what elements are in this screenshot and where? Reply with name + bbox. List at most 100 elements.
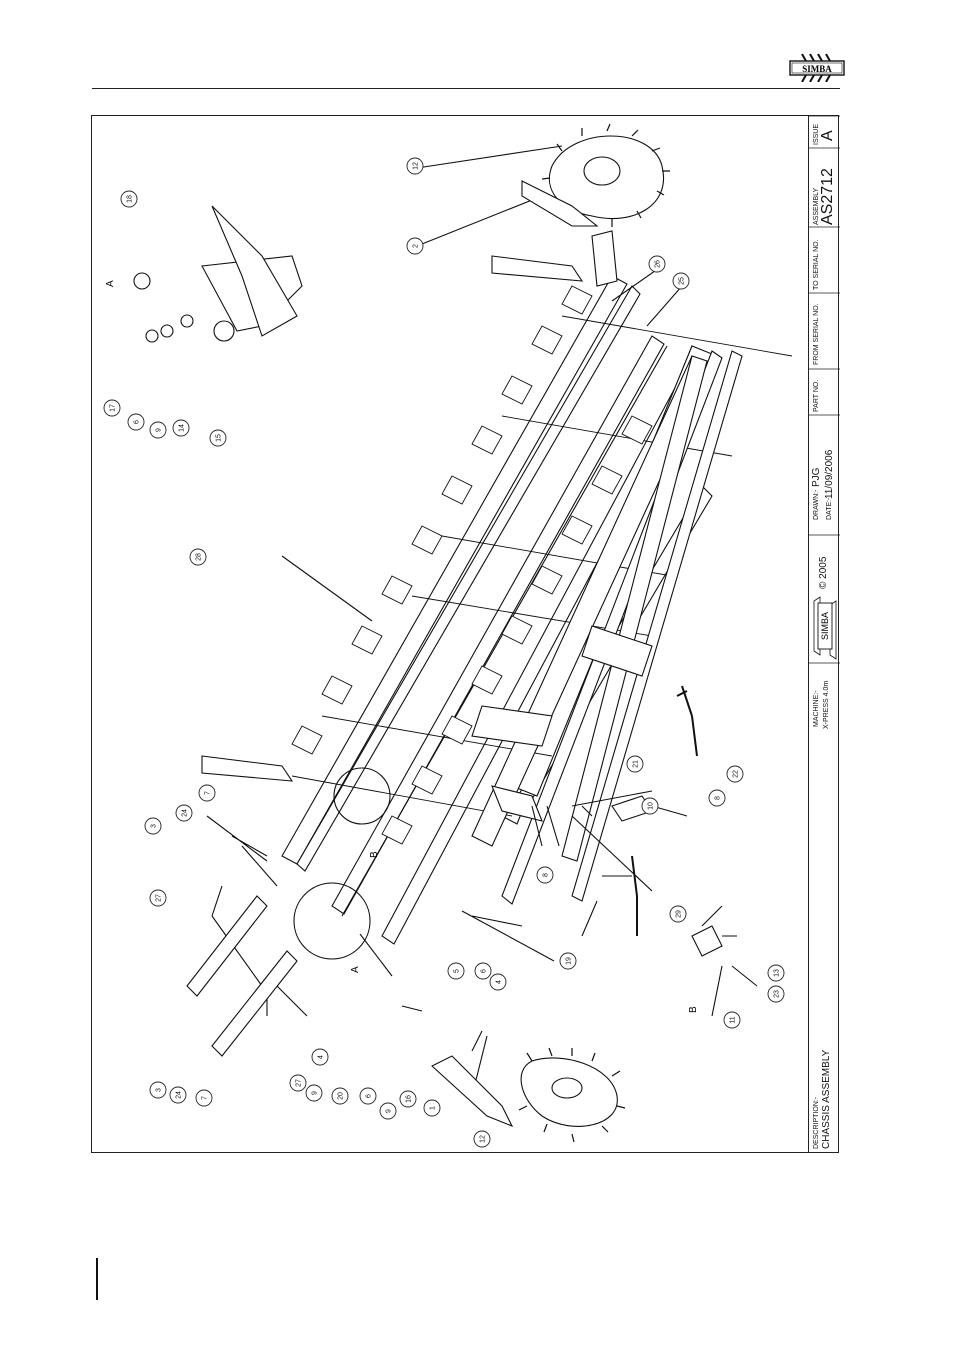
callout-balloon: 3 xyxy=(150,1082,166,1098)
page-edge-mark xyxy=(96,1258,98,1300)
callout-balloon: 20 xyxy=(332,1088,348,1104)
exploded-chassis-drawing: A A B B 12 2 26 25 18 17 6 9 14 15 28 21… xyxy=(92,116,808,1152)
view-label-b-top: B xyxy=(369,851,380,858)
drawn-value: PJG xyxy=(811,468,822,487)
callout-balloon: 6 xyxy=(475,963,491,979)
svg-text:6: 6 xyxy=(134,420,141,424)
callout-balloon: 27 xyxy=(150,890,166,906)
callout-balloon: 11 xyxy=(724,1012,740,1028)
svg-text:26: 26 xyxy=(655,260,662,268)
svg-text:19: 19 xyxy=(566,957,573,965)
title-block: DESCRIPTION:- CHASSIS ASSEMBLY MACHINE:-… xyxy=(808,115,839,1153)
callout-balloon: 7 xyxy=(196,1090,212,1106)
part-no-label: PART NO. xyxy=(813,380,820,412)
callout-balloon: 16 xyxy=(400,1091,416,1107)
svg-text:5: 5 xyxy=(454,969,461,973)
svg-text:4: 4 xyxy=(318,1055,325,1059)
callout-balloon: 6 xyxy=(360,1088,376,1104)
svg-text:7: 7 xyxy=(202,1096,209,1100)
svg-text:29: 29 xyxy=(676,910,683,918)
date-label: DATE:- xyxy=(826,498,833,520)
svg-text:24: 24 xyxy=(182,809,189,817)
callout-balloon: 12 xyxy=(407,158,423,174)
description-label: DESCRIPTION:- xyxy=(813,1097,820,1149)
header-rule xyxy=(92,88,840,89)
callout-balloon: 24 xyxy=(170,1087,186,1103)
callout-balloon: 3 xyxy=(145,818,161,834)
description-value: CHASSIS ASSEMBLY xyxy=(821,1050,832,1149)
svg-text:12: 12 xyxy=(413,162,420,170)
assembly-value: AS2712 xyxy=(819,168,837,225)
callout-balloon: 1 xyxy=(424,1100,440,1116)
svg-text:11: 11 xyxy=(730,1016,737,1023)
simba-mark: SIMBA xyxy=(810,591,838,661)
callout-balloon: 7 xyxy=(199,785,215,801)
svg-text:24: 24 xyxy=(176,1091,183,1099)
from-serial-label: FROM SERIAL NO. xyxy=(813,303,820,365)
callout-balloon: 28 xyxy=(190,549,206,565)
svg-text:3: 3 xyxy=(156,1088,163,1092)
svg-text:3: 3 xyxy=(151,824,158,828)
to-serial-label: TO SERIAL NO. xyxy=(813,239,820,290)
callout-balloon: 4 xyxy=(312,1049,328,1065)
svg-text:4: 4 xyxy=(496,980,503,984)
svg-text:13: 13 xyxy=(774,969,781,977)
callout-balloon: 9 xyxy=(150,422,166,438)
svg-text:27: 27 xyxy=(156,894,163,902)
svg-text:28: 28 xyxy=(196,553,203,561)
svg-text:17: 17 xyxy=(110,404,117,412)
callout-balloon: 22 xyxy=(727,766,743,782)
svg-text:7: 7 xyxy=(205,791,212,795)
issue-value: A xyxy=(819,130,837,141)
svg-text:6: 6 xyxy=(366,1094,373,1098)
callout-balloon: 10 xyxy=(642,798,658,814)
svg-text:6: 6 xyxy=(481,969,488,973)
svg-text:14: 14 xyxy=(179,424,186,432)
svg-text:12: 12 xyxy=(480,1135,487,1143)
callout-balloon: 26 xyxy=(649,256,665,272)
callout-balloon: 29 xyxy=(670,906,686,922)
callout-balloon: 12 xyxy=(474,1131,490,1147)
svg-text:25: 25 xyxy=(679,277,686,285)
svg-text:1: 1 xyxy=(430,1106,437,1110)
view-label-a-top: A xyxy=(105,280,116,287)
svg-text:18: 18 xyxy=(127,195,134,203)
callout-balloons: 12 2 26 25 18 17 6 9 14 15 28 21 10 22 8… xyxy=(104,158,784,1147)
simba-logo: SIMBA xyxy=(788,52,846,82)
svg-text:8: 8 xyxy=(543,873,550,877)
svg-text:9: 9 xyxy=(386,1109,393,1113)
callout-balloon: 8 xyxy=(709,790,725,806)
callout-balloon: 6 xyxy=(128,414,144,430)
svg-text:9: 9 xyxy=(156,428,163,432)
callout-balloon: 9 xyxy=(306,1085,322,1101)
svg-text:27: 27 xyxy=(296,1079,303,1087)
callout-balloon: 21 xyxy=(627,756,643,772)
svg-text:23: 23 xyxy=(774,990,781,998)
callout-balloon: 17 xyxy=(104,400,120,416)
callout-balloon: 24 xyxy=(176,805,192,821)
callout-balloon: 27 xyxy=(290,1075,306,1091)
copyright: © 2005 xyxy=(818,557,829,589)
callout-balloon: 14 xyxy=(173,420,189,436)
svg-text:21: 21 xyxy=(633,760,640,768)
callout-balloon: 2 xyxy=(407,238,423,254)
date-value: 11/09/2006 xyxy=(824,450,835,499)
svg-text:20: 20 xyxy=(338,1092,345,1100)
svg-text:8: 8 xyxy=(715,796,722,800)
callout-balloon: 5 xyxy=(448,963,464,979)
callout-balloon: 18 xyxy=(121,191,137,207)
machine-value: X-PRESS 4.0m xyxy=(823,681,830,729)
callout-balloon: 15 xyxy=(210,430,226,446)
callout-balloon: 9 xyxy=(380,1103,396,1119)
callout-balloon: 19 xyxy=(560,953,576,969)
svg-text:SIMBA: SIMBA xyxy=(820,612,830,640)
svg-text:15: 15 xyxy=(216,434,223,442)
svg-text:2: 2 xyxy=(413,244,420,248)
svg-text:16: 16 xyxy=(406,1095,413,1103)
callout-balloon: 23 xyxy=(768,986,784,1002)
view-label-b-bottom: B xyxy=(688,1006,699,1013)
logo-text: SIMBA xyxy=(802,64,832,74)
callout-balloon: 8 xyxy=(537,867,553,883)
svg-text:10: 10 xyxy=(648,802,655,810)
view-label-a-bottom: A xyxy=(350,966,361,973)
